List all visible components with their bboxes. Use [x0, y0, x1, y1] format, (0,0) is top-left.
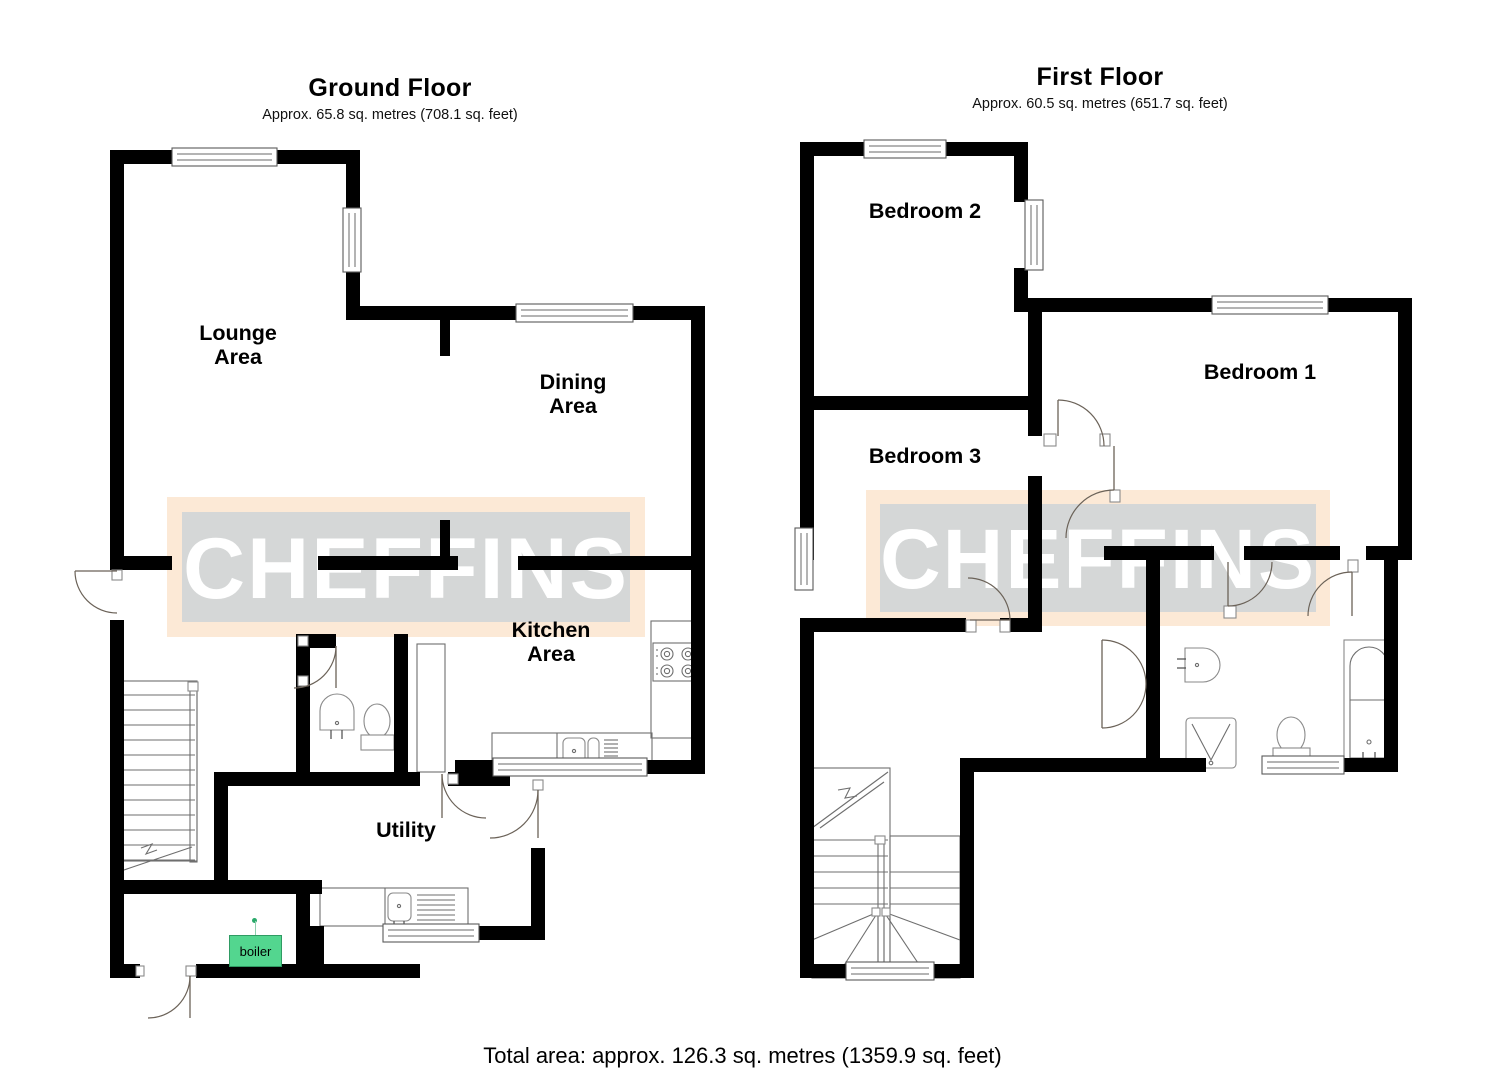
door-bathroom: [1223, 561, 1273, 619]
window-lounge-side: [342, 207, 362, 273]
window-lounge-front: [171, 147, 278, 167]
ground-windows: [171, 147, 648, 943]
door-airing-cupboard: [1101, 639, 1147, 729]
utility-tall-unit: [416, 643, 446, 773]
door-landing-end: [1307, 559, 1359, 617]
window-dining-front: [515, 303, 634, 323]
ground-floor-title-block: Ground Floor Approx. 65.8 sq. metres (70…: [180, 74, 600, 123]
door-wc: [293, 635, 337, 689]
door-bedroom3-top: [1043, 399, 1111, 447]
door-lounge-entrance: [74, 569, 123, 614]
window-bedroom1-front: [1211, 295, 1329, 315]
first-floor-area: Approx. 60.5 sq. metres (651.7 sq. feet): [972, 95, 1228, 112]
first-staircase-icon: [811, 767, 961, 979]
boiler-leader-line: [255, 921, 256, 937]
ground-floor-plan: [74, 147, 705, 1019]
door-boiler-cupboard: [147, 965, 197, 1019]
ground-wc-fixtures: [319, 693, 395, 751]
ground-staircase-icon: [120, 680, 199, 872]
ground-floor-area: Approx. 65.8 sq. metres (708.1 sq. feet): [262, 106, 518, 123]
window-bedroom2-side: [1024, 199, 1044, 271]
ground-walls: [110, 150, 705, 978]
svg-text:CHEFFINS: CHEFFINS: [880, 512, 1316, 606]
door-bedroom3-landing: [965, 577, 1011, 633]
door-utility-rear: [489, 779, 544, 839]
window-bedroom2-front: [863, 139, 947, 159]
window-bathroom-rear: [1261, 755, 1345, 775]
first-floor-plan: [794, 139, 1412, 981]
bathroom-fixtures: [1177, 639, 1395, 769]
utility-sink-fixture: [319, 887, 469, 929]
watermark-first: CHEFFINS: [866, 490, 1330, 626]
window-landing-rear: [845, 961, 935, 981]
door-jamb-left: [135, 965, 145, 977]
ground-floor-title: Ground Floor: [308, 74, 472, 102]
door-utility-kitchen: [441, 773, 487, 819]
ground-doors: [74, 569, 544, 1019]
window-kitchen-rear: [492, 757, 648, 777]
boiler-leader-dot: [252, 918, 257, 923]
window-utility-rear: [382, 923, 480, 943]
first-floor-title: First Floor: [1036, 63, 1164, 91]
door-bedroom1: [1065, 446, 1121, 539]
first-doors: [965, 399, 1359, 729]
first-windows: [794, 139, 1345, 981]
first-walls: [800, 142, 1412, 978]
kitchen-fixtures: [491, 620, 704, 772]
boiler-label: boiler: [229, 935, 282, 967]
first-floor-title-block: First Floor Approx. 60.5 sq. metres (651…: [930, 63, 1270, 112]
total-area-text: Total area: approx. 126.3 sq. metres (13…: [483, 1043, 1002, 1068]
window-bedroom3-side: [794, 527, 814, 591]
